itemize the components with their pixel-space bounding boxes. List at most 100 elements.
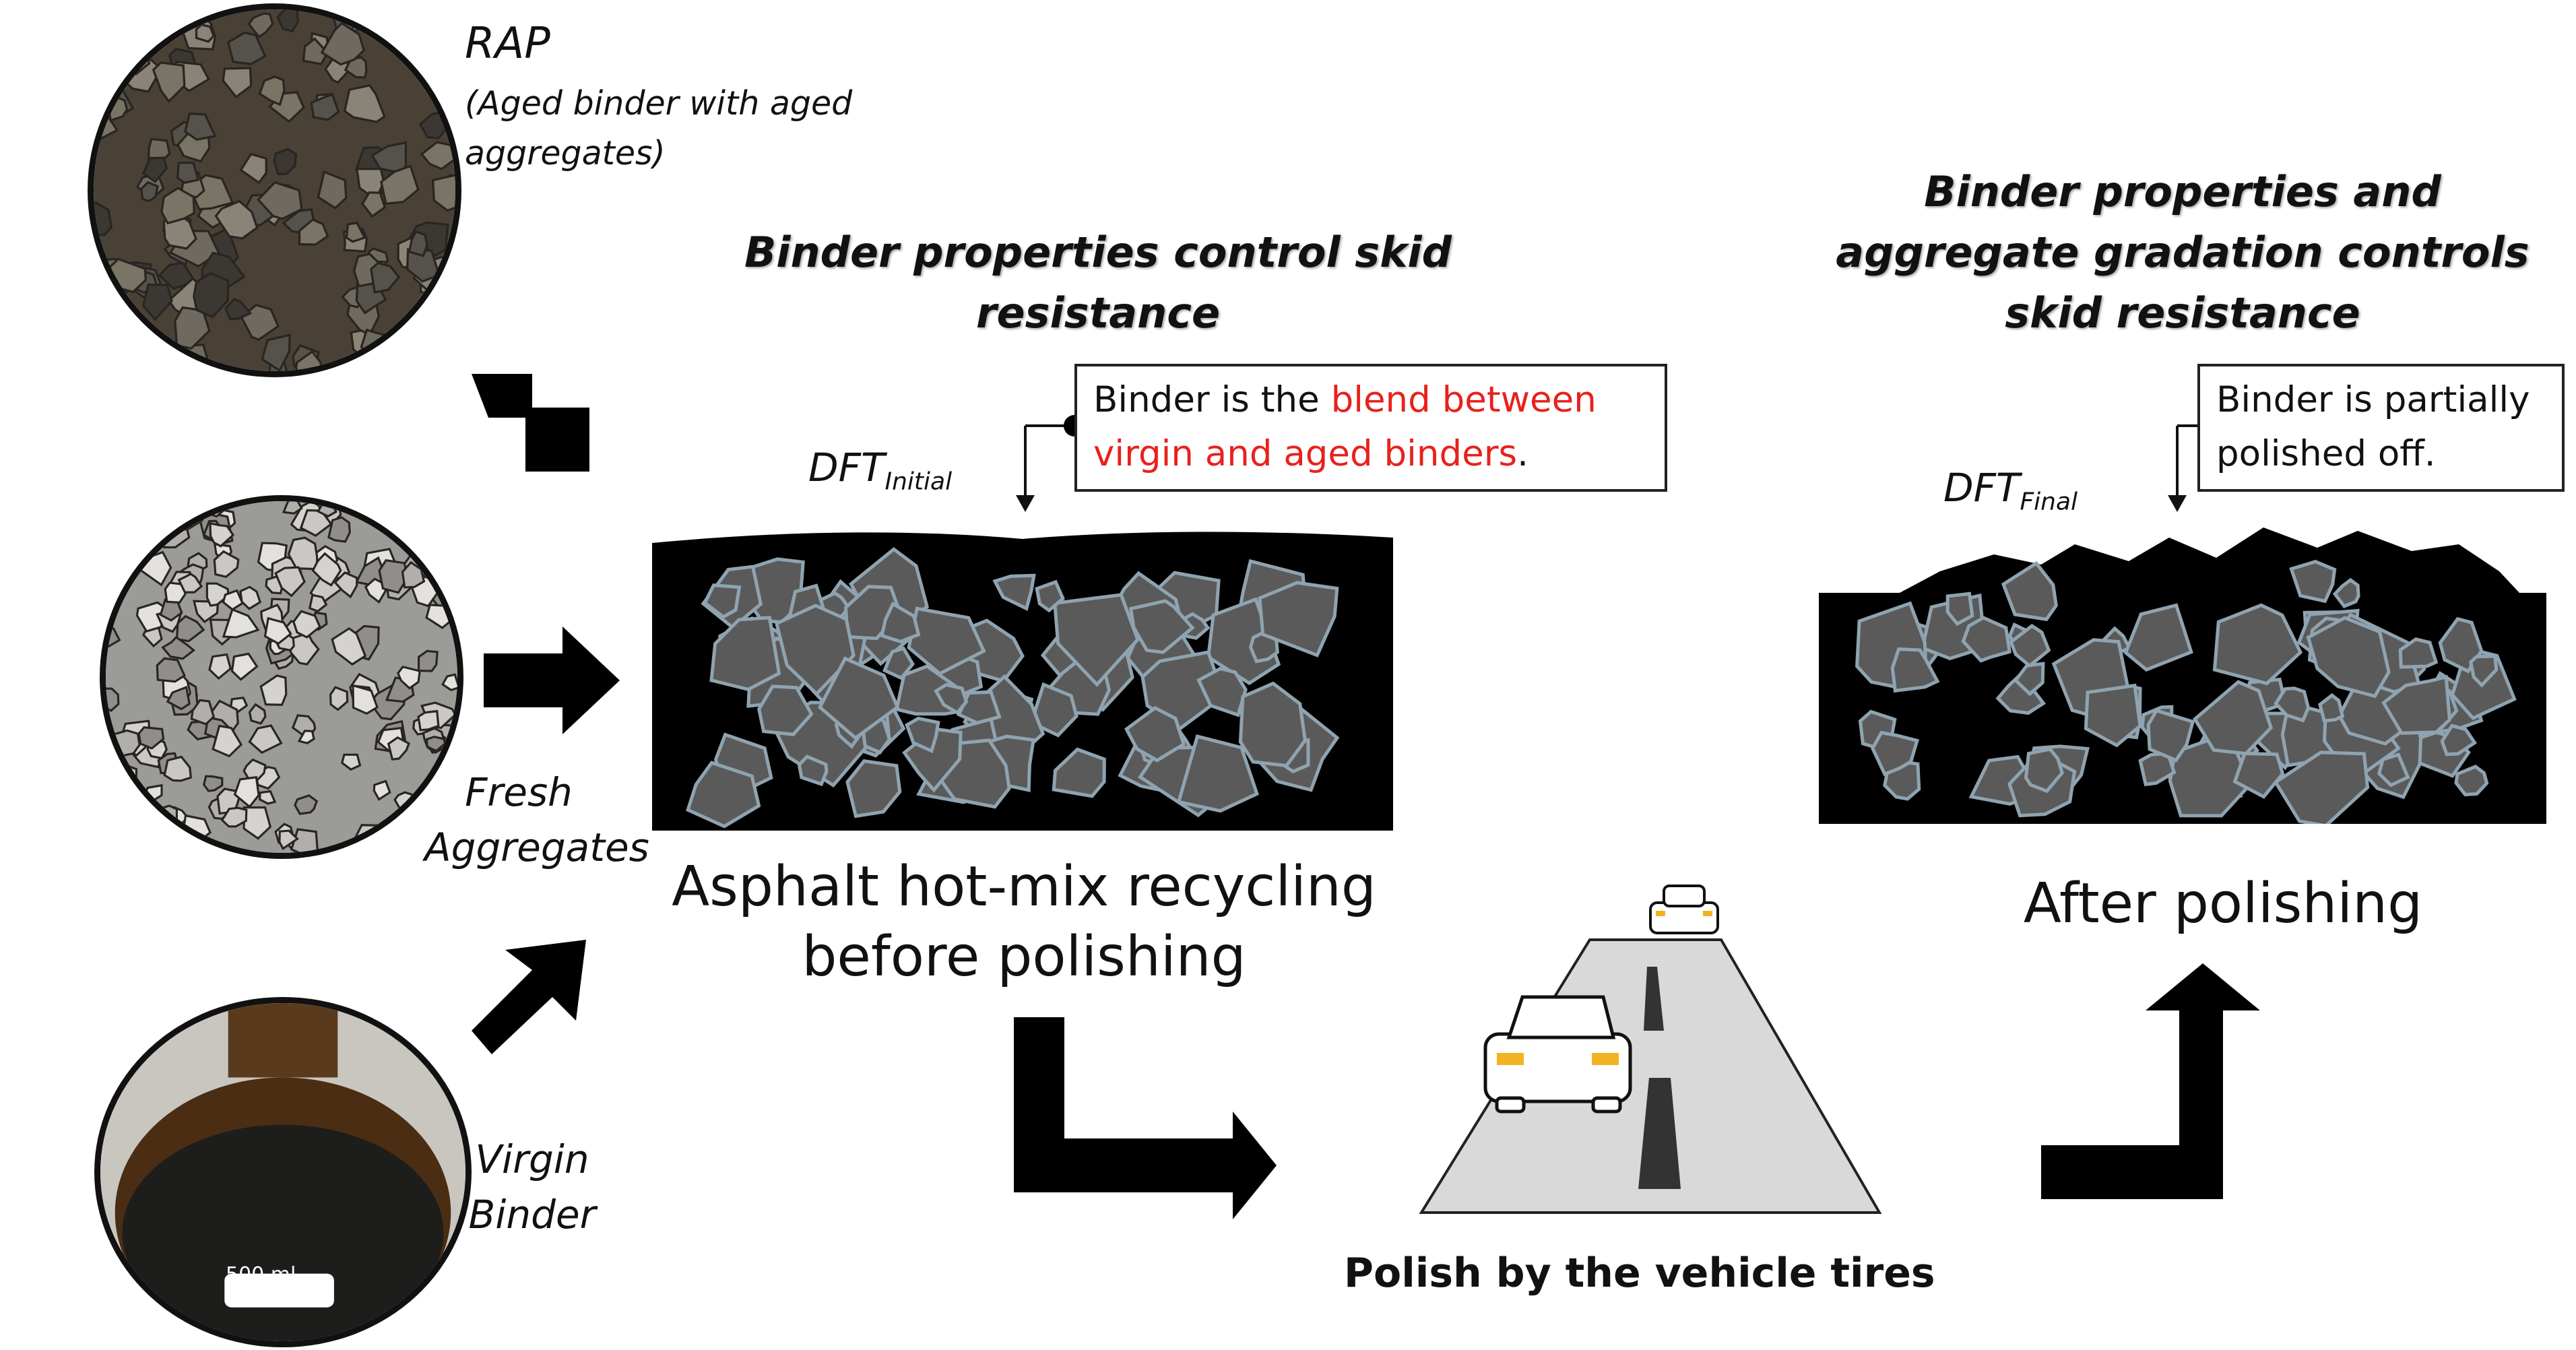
stone <box>441 673 457 692</box>
aggregate <box>686 761 761 829</box>
stone <box>248 703 267 725</box>
stone <box>278 829 299 851</box>
dft-final-main: DFT <box>1943 465 2020 511</box>
aggregate <box>2318 693 2345 723</box>
aggregate <box>845 759 902 818</box>
result-arrow <box>2041 963 2260 1199</box>
aggregate <box>2013 662 2045 697</box>
aggregate <box>880 601 921 644</box>
stone <box>320 22 365 66</box>
dft-final: DFTFinal <box>1943 465 2078 516</box>
dft-initial: DFTInitial <box>808 445 952 496</box>
stone <box>224 298 253 321</box>
stone <box>137 726 165 750</box>
stone <box>331 627 367 666</box>
virgin-label-line1: Virgin <box>475 1136 589 1182</box>
stone <box>239 152 267 185</box>
fresh-label-line1: Fresh <box>465 769 573 815</box>
stone <box>263 616 292 645</box>
aggregate <box>2024 747 2064 794</box>
after-callout-line2: polished off. <box>2216 433 2436 474</box>
stone <box>193 271 230 319</box>
dft-initial-sub: Initial <box>884 468 953 496</box>
stone <box>222 589 245 611</box>
stone <box>214 199 259 240</box>
aggregate <box>1238 681 1308 768</box>
aggregate <box>774 604 856 697</box>
fresh-label-line2: Aggregates <box>424 825 649 870</box>
aggregate <box>1258 581 1339 657</box>
aggregate <box>1035 579 1065 613</box>
stone <box>202 775 224 792</box>
stone <box>184 112 217 141</box>
after-label: After polishing <box>2023 872 2423 936</box>
stone <box>259 674 288 706</box>
aggregate <box>2084 683 2142 748</box>
aggregate <box>2232 751 2285 799</box>
stone <box>222 608 260 639</box>
after-heading-line1: Binder properties and <box>1924 167 2441 216</box>
stone <box>247 12 274 38</box>
before-callout-red2: virgin and aged binders <box>1093 433 1518 474</box>
stone <box>273 148 298 175</box>
stone <box>310 93 340 121</box>
stone <box>259 790 277 805</box>
stone <box>257 181 303 220</box>
flask-volume-label: 500 ml <box>226 1263 296 1287</box>
asphalt-after-section <box>1819 524 2546 828</box>
road <box>1419 938 1882 1214</box>
aggregate <box>2123 603 2193 672</box>
far-car <box>1649 885 1719 934</box>
lane-dash-2 <box>1638 1078 1681 1189</box>
stone <box>141 156 168 183</box>
stone <box>352 684 379 715</box>
before-label: Asphalt hot-mix recycling before polishi… <box>633 852 1415 992</box>
stone <box>292 610 321 639</box>
fresh-aggregates-label: Fresh Aggregates <box>424 765 649 875</box>
aggregate <box>2381 674 2451 735</box>
stone <box>378 558 410 594</box>
before-heading-line1: Binder properties control skid <box>744 228 1452 277</box>
after-heading-line2: aggregate gradation controls <box>1836 228 2530 277</box>
before-callout-red1: blend between <box>1330 379 1597 420</box>
aggregate <box>703 583 742 619</box>
aggregate <box>2289 560 2337 604</box>
aggregate <box>2212 603 2303 686</box>
aggregate <box>2468 654 2499 688</box>
aggregate <box>1053 593 1140 687</box>
stone <box>373 779 391 801</box>
after-callout: Binder is partially polished off. <box>2197 364 2565 492</box>
aggregate <box>934 682 969 715</box>
before-callout-suffix: . <box>1517 433 1529 474</box>
stone <box>160 187 195 225</box>
stone <box>370 261 401 294</box>
process-arrow <box>1014 1017 1277 1219</box>
before-label-line1: Asphalt hot-mix recycling <box>672 855 1376 919</box>
fresh-arrow <box>484 626 620 734</box>
stone <box>163 755 193 782</box>
binder-arrow <box>472 940 586 1054</box>
stone <box>417 709 440 732</box>
aggregate <box>2454 765 2489 797</box>
stone <box>162 216 197 250</box>
stone <box>333 571 358 599</box>
stone <box>209 521 235 548</box>
aggregate <box>2440 724 2478 757</box>
aggregate <box>1961 616 2012 663</box>
before-callout: Binder is the blend between virgin and a… <box>1074 364 1667 492</box>
rap-subtitle-line1: (Aged binder with aged <box>465 84 853 123</box>
stone <box>380 164 420 205</box>
stone <box>140 181 159 203</box>
aggregate <box>757 684 814 736</box>
stone <box>276 9 300 33</box>
virgin-binder-photo <box>94 997 472 1347</box>
stone <box>343 84 386 123</box>
stone <box>361 191 387 218</box>
aggregate <box>2438 616 2484 674</box>
aggregate <box>2274 686 2311 723</box>
stone <box>308 593 328 613</box>
aggregate <box>1945 591 1974 626</box>
stone <box>166 686 191 711</box>
stone <box>176 162 200 184</box>
virgin-label-line2: Binder <box>468 1192 596 1238</box>
